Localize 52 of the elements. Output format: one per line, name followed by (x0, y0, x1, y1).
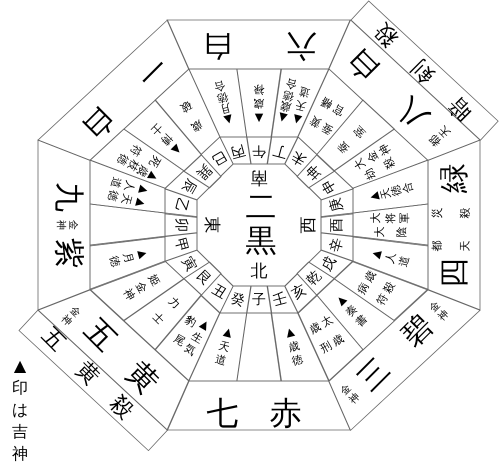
deity-cell (236, 69, 282, 137)
direction-label: 南 (250, 168, 268, 186)
deity-label: ▲月徳合 (212, 79, 236, 127)
direction-label: 西 (300, 216, 318, 234)
zodiac-label: 午 (252, 144, 266, 158)
zodiac-label: 酉 (330, 218, 344, 232)
star-label: 二黒 (246, 190, 276, 258)
deity-label: ▲歳徳 (283, 324, 306, 370)
deity-label: ▲歳禄 (253, 82, 264, 125)
deity-label: ▲天道 (212, 324, 235, 370)
note-text: ▲印は吉神 (12, 354, 28, 466)
zodiac-label: 壬 (271, 290, 288, 308)
deity-label: 都天 (427, 122, 454, 150)
zodiac-label: 癸 (230, 290, 247, 308)
deity-label: ▲月徳 (105, 246, 150, 269)
deity-label: 金神 (339, 382, 363, 407)
direction-label: 東 (202, 216, 220, 234)
zodiac-label: 乙 (172, 196, 190, 214)
zodiac-label: 卯 (174, 218, 188, 232)
zodiac-cell (165, 213, 197, 237)
zodiac-label: 丙 (230, 142, 247, 160)
zodiac-label: 庚 (328, 196, 346, 214)
deity-cell (353, 204, 428, 246)
star-label: 四 (440, 258, 470, 288)
star-label: 九 (53, 182, 84, 212)
zodiac-label: 辛 (328, 236, 346, 254)
star-label: 六白 (201, 30, 316, 60)
zodiac-cell (246, 286, 272, 313)
star-label: 緑 (440, 162, 470, 193)
star-label: 紫 (53, 238, 84, 268)
deity-label: ▲天徳合 (366, 181, 414, 204)
star-cell (167, 20, 351, 69)
deity-cell (236, 313, 282, 381)
deity-label: 大陰 (372, 226, 408, 238)
deity-label: 歳破 (176, 97, 206, 136)
deity-label: 金神 (54, 220, 78, 230)
deity-label: 蚕室 (334, 122, 368, 158)
deity-label: 金神 (428, 300, 452, 324)
direction-label: 北 (250, 264, 268, 280)
zodiac-label: 丁 (271, 142, 288, 160)
deity-label: 災殺 (430, 207, 472, 218)
zodiac-cell (246, 137, 272, 164)
deity-label: ▲人道 (368, 246, 413, 269)
deity-cell (90, 204, 165, 246)
deity-label: 大将軍 (368, 212, 412, 224)
star-label: 七赤 (206, 396, 302, 429)
zodiac-label: 子 (252, 292, 266, 306)
zodiac-label: 甲 (172, 236, 190, 254)
deity-label: 金神 (58, 305, 82, 328)
star-cell (38, 140, 90, 310)
zodiac-cell (321, 213, 353, 237)
deity-label: 都天 (430, 240, 472, 252)
